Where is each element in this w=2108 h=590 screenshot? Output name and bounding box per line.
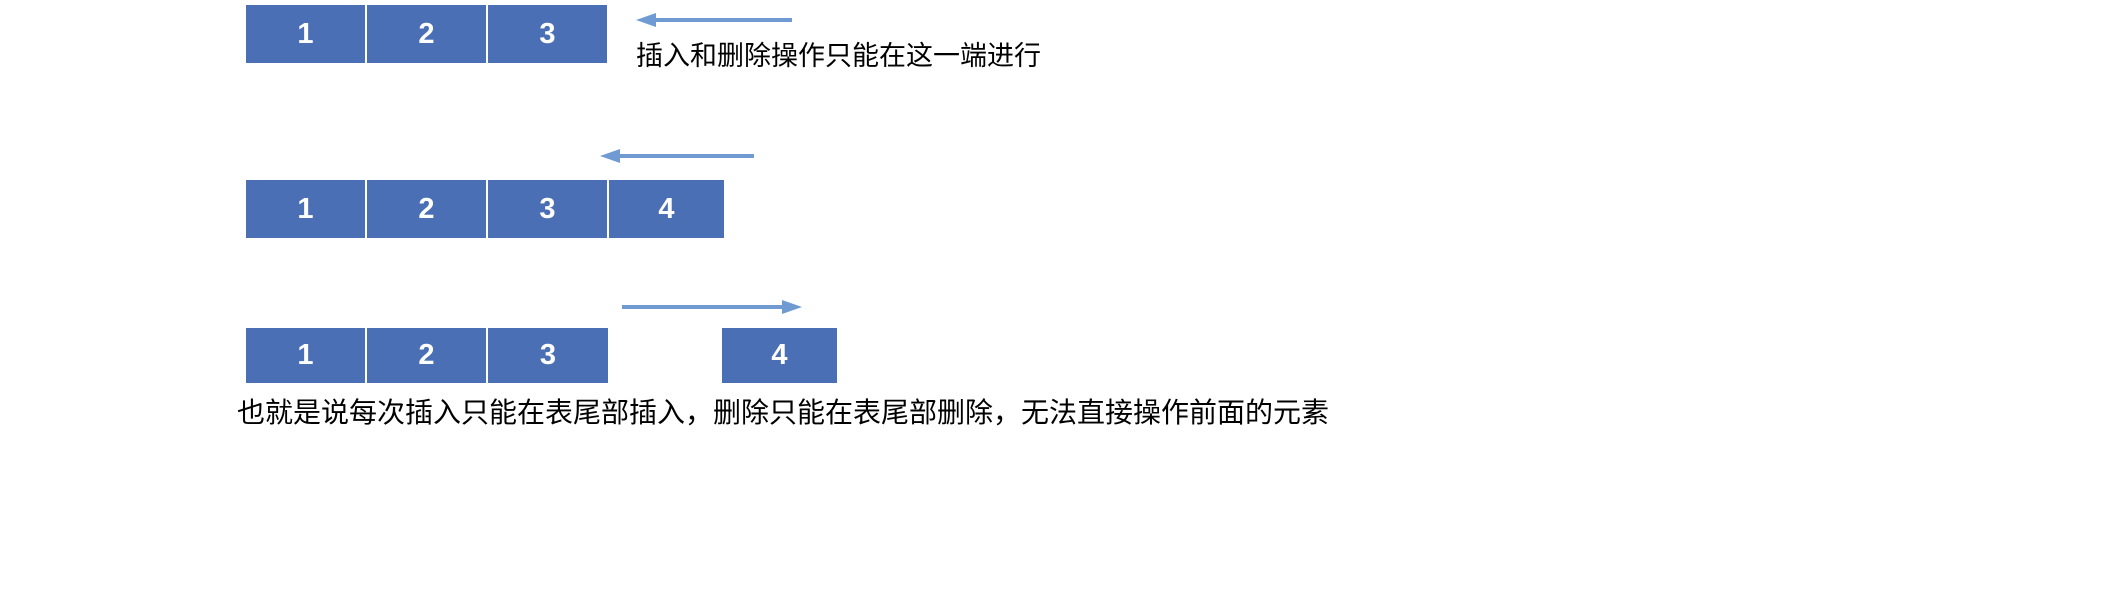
stack-cell: 1	[246, 5, 367, 63]
caption-bottom: 也就是说每次插入只能在表尾部插入，删除只能在表尾部删除，无法直接操作前面的元素	[237, 396, 1330, 429]
stack-cell: 1	[246, 328, 367, 383]
arrow-left-row1	[636, 12, 792, 28]
stack-cell: 1	[246, 180, 367, 238]
stack-cell: 3	[488, 5, 607, 63]
caption-row-1: 插入和删除操作只能在这一端进行	[636, 41, 1041, 72]
stack-cell: 2	[367, 180, 488, 238]
stack-cell-detached: 4	[722, 328, 837, 383]
stack-cell: 3	[488, 328, 608, 383]
stack-cell: 2	[367, 328, 488, 383]
stack-cell: 3	[488, 180, 609, 238]
arrow-left-row2	[600, 148, 754, 164]
stack-cell: 2	[367, 5, 488, 63]
arrow-right-row3	[622, 299, 802, 315]
stack-cell: 4	[609, 180, 724, 238]
